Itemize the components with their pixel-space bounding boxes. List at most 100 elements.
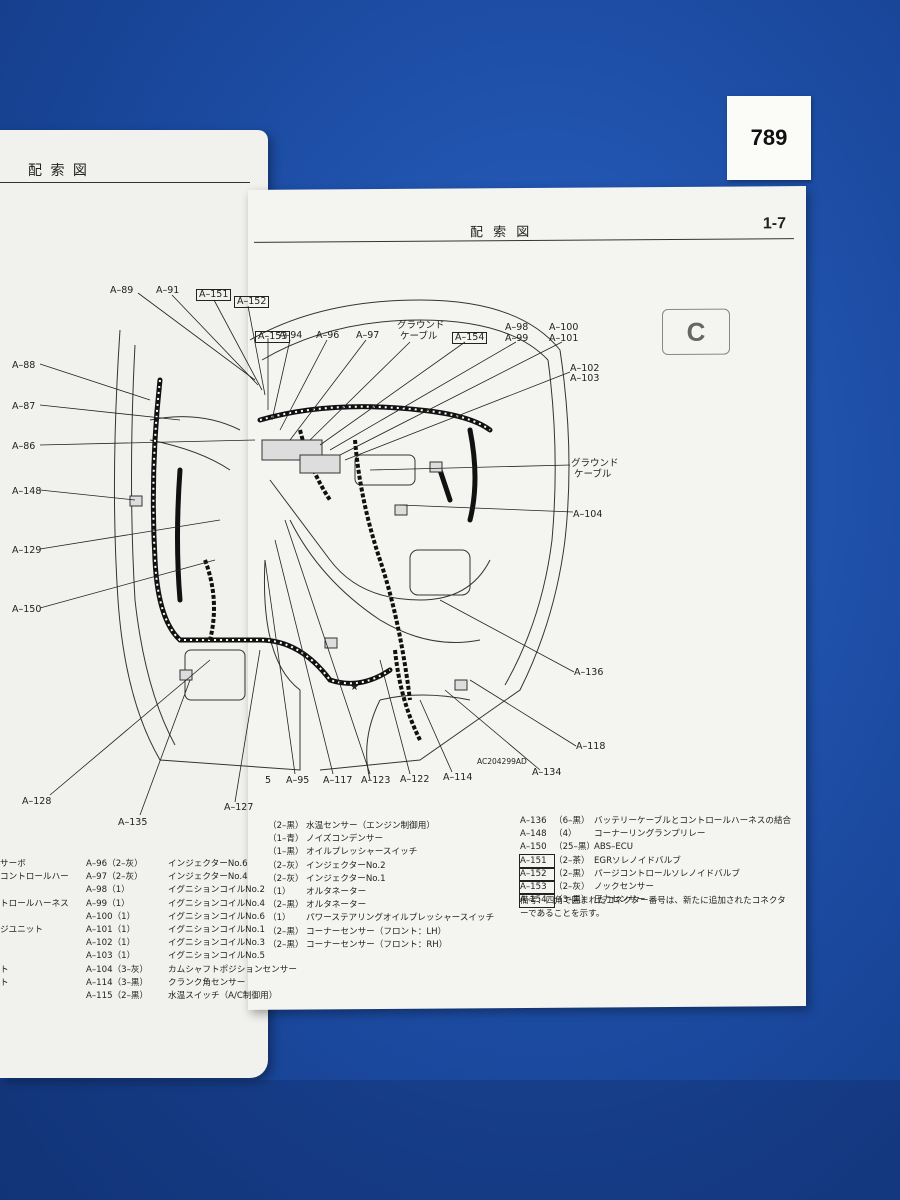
list-item: A–98（1） イグニションコイルNo.2 bbox=[0, 884, 297, 897]
list-item: A–152（2–黒）パージコントロールソレノイドバルブ bbox=[519, 866, 791, 883]
list-cell: A–99（1） bbox=[86, 898, 130, 909]
connector-code: A–148 bbox=[520, 829, 547, 840]
list-cell: イグニションコイルNo.6 bbox=[168, 911, 265, 922]
list-item: A–115（2–黒）水温スイッチ（A/C制御用） bbox=[0, 990, 297, 1003]
list-cell: イグニションコイルNo.1 bbox=[168, 925, 265, 936]
left-page-title: 配 索 図 bbox=[28, 163, 89, 179]
list-cell: （2–灰） bbox=[268, 873, 304, 884]
connector-code: A–150 bbox=[520, 842, 547, 853]
connector-label: A–114 bbox=[443, 772, 473, 783]
list-cell: サーボ bbox=[0, 859, 26, 869]
list-item: A–100（1） イグニションコイルNo.6 bbox=[0, 911, 297, 924]
list-item: （1）パワーステアリングオイルプレッシャースイッチ bbox=[268, 912, 494, 925]
page-number: 1-7 bbox=[762, 215, 786, 233]
connector-label: A–151 bbox=[196, 289, 232, 301]
connector-label: A–122 bbox=[400, 774, 430, 785]
connector-label: A–94 bbox=[279, 330, 303, 341]
list-cell: （2–黒） bbox=[268, 926, 304, 937]
list-cell: コントロールハー bbox=[0, 872, 69, 883]
list-cell: イグニションコイルNo.2 bbox=[168, 885, 265, 896]
list-cell: オルタネーター bbox=[306, 887, 367, 898]
connector-code: A–152 bbox=[519, 866, 555, 883]
list-item: （1–黒）オイルプレッシャースイッチ bbox=[268, 846, 494, 859]
list-item: トロールハーネス A–99（1） イグニションコイルNo.4 bbox=[0, 898, 297, 911]
list-cell: 水温スイッチ（A/C制御用） bbox=[168, 991, 278, 1002]
connector-label: A–99 bbox=[505, 333, 529, 344]
list-cell: カムシャフトポジションセンサー bbox=[168, 964, 297, 975]
list-cell: A–104（3–灰） bbox=[86, 964, 149, 975]
list-cell: ノイズコンデンサー bbox=[306, 834, 384, 845]
list-item: （1） オルタネーター bbox=[268, 886, 494, 899]
connector-label: A–103 bbox=[570, 373, 600, 384]
connector-label: A–98 bbox=[505, 322, 529, 333]
list-cell: イグニションコイルNo.5 bbox=[168, 951, 265, 962]
list-cell: （25–黒） bbox=[554, 842, 596, 853]
list-cell: ト bbox=[0, 977, 9, 988]
list-item: A–153（2–灰） ノックセンサー bbox=[519, 880, 791, 896]
list-item: （1–青）ノイズコンデンサー bbox=[268, 833, 494, 846]
list-cell: A–114（3–黒） bbox=[86, 977, 149, 988]
list-cell: イグニションコイルNo.4 bbox=[168, 898, 265, 909]
list-cell: （2–茶） bbox=[554, 855, 590, 866]
list-cell: コーナーリングランプリレー bbox=[594, 829, 706, 840]
list-cell: ジユニット bbox=[0, 925, 43, 936]
list-cell: （6–黒） bbox=[554, 816, 590, 826]
list-cell: A–98（1） bbox=[86, 885, 130, 896]
connector-label: A–97 bbox=[356, 330, 380, 341]
connector-label: A–89 bbox=[110, 285, 134, 296]
connector-label: A–134 bbox=[532, 767, 562, 778]
connector-label: A–153 bbox=[255, 331, 291, 343]
list-cell: （2–黒） bbox=[268, 939, 304, 950]
list-cell: （2–黒） bbox=[268, 900, 304, 911]
section-letter-box: C bbox=[662, 308, 730, 356]
connector-label: A–102 bbox=[570, 363, 600, 374]
list-cell: A–101（1） bbox=[86, 925, 136, 936]
connector-label: A–154 bbox=[452, 332, 488, 344]
connector-label: A–148 bbox=[12, 486, 42, 497]
list-cell: A–96（2–灰） bbox=[86, 859, 143, 869]
list-cell: ノックセンサー bbox=[594, 882, 654, 893]
lot-number: 789 bbox=[750, 125, 788, 150]
figure-code: AC204299AD bbox=[477, 757, 527, 766]
list-cell: （4） bbox=[554, 829, 577, 840]
connector-label: グラウンド bbox=[571, 458, 619, 469]
connector-label: A–152 bbox=[234, 296, 270, 308]
list-item: A–154（3–黒）圧力センサー bbox=[519, 893, 791, 909]
connector-label: A–91 bbox=[156, 285, 180, 296]
list-cell: （2–灰） bbox=[554, 882, 590, 893]
connector-label: グラウンド bbox=[397, 320, 445, 331]
list-cell: トロールハーネス bbox=[0, 898, 69, 909]
connector-label: A–95 bbox=[286, 775, 310, 786]
list-item: （2–黒）コーナーセンサー（フロント：LH） bbox=[268, 926, 494, 939]
connector-code: A–153 bbox=[519, 880, 555, 896]
list-cell: インジェクターNo.6 bbox=[168, 859, 248, 869]
connector-label: A–118 bbox=[576, 741, 606, 752]
list-cell: 圧力センサー bbox=[594, 895, 646, 906]
list-cell: EGRソレノイドバルブ bbox=[594, 855, 681, 866]
connector-label: A–129 bbox=[12, 545, 42, 556]
connector-code: A–136 bbox=[520, 816, 547, 826]
list-cell: （1） bbox=[268, 887, 291, 898]
connector-label: A–127 bbox=[224, 802, 254, 813]
connector-label: 5 bbox=[265, 775, 272, 786]
list-cell: オイルプレッシャースイッチ bbox=[306, 847, 418, 858]
list-item: A–103（1）イグニションコイルNo.5 bbox=[0, 950, 297, 963]
connector-label: A–128 bbox=[22, 796, 52, 807]
connector-label: ケーブル bbox=[400, 331, 438, 342]
footnote: 備考：四角で囲まれたコネクター番号は、新たに追加されたコネクターであることを示す… bbox=[520, 896, 786, 919]
list-cell: インジェクターNo.2 bbox=[306, 860, 386, 871]
connector-label: A–150 bbox=[12, 604, 42, 615]
list-item: （2–黒）水温センサー（エンジン制御用） bbox=[268, 820, 494, 833]
list-cell: （3–黒） bbox=[554, 895, 590, 906]
middle-connector-list: （2–黒）水温センサー（エンジン制御用）（1–青）ノイズコンデンサー（1–黒）オ… bbox=[268, 820, 494, 952]
list-item: （2–灰）インジェクターNo.2 bbox=[268, 860, 494, 873]
list-cell: （2–黒） bbox=[554, 868, 590, 879]
connector-label: A–86 bbox=[12, 441, 36, 452]
list-item: A–151（2–茶）EGRソレノイドバルブ bbox=[519, 853, 791, 869]
list-cell: A–100（1） bbox=[86, 911, 136, 922]
list-cell: A–97（2–灰） bbox=[86, 872, 143, 883]
